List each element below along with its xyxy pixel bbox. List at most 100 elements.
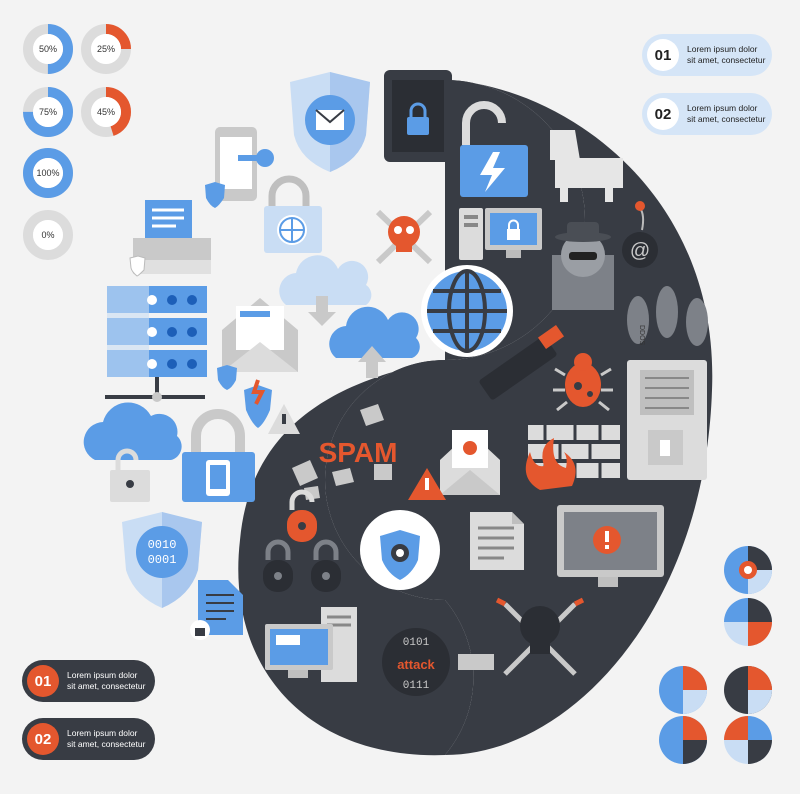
spam-text: SPAM xyxy=(319,437,398,468)
progress-ring-50: 50% xyxy=(23,24,73,74)
server-rack-icon xyxy=(105,286,207,402)
warning-icon xyxy=(408,468,446,500)
pill-number: 02 xyxy=(27,723,59,755)
ring-center xyxy=(91,97,121,127)
pill-line: Lorem ipsum dolor xyxy=(67,728,138,738)
trojan-horse-icon xyxy=(550,130,623,202)
ring-graphic xyxy=(23,210,73,260)
pie-chart-icon xyxy=(724,716,772,764)
ring-fill xyxy=(81,24,131,74)
binary-line: 0111 xyxy=(403,680,430,692)
progress-label: 0% xyxy=(41,230,55,240)
progress-label: 75% xyxy=(38,107,57,117)
warning-small-icon xyxy=(268,404,300,434)
document-lock-icon xyxy=(190,580,243,640)
ring-graphic xyxy=(23,24,73,74)
skull-crossbones-icon xyxy=(375,209,433,265)
pill-line: sit amet, consectetur xyxy=(687,114,766,124)
ring-center xyxy=(91,34,121,64)
pill-line: sit amet, consectetur xyxy=(687,55,766,65)
spam-envelopes-icon xyxy=(292,404,392,500)
ring-center xyxy=(33,220,63,250)
binary-line: 0101 xyxy=(403,637,430,649)
bug-icon xyxy=(553,353,613,412)
ring-center xyxy=(33,34,63,64)
progress-ring-25: 25% xyxy=(81,24,131,74)
ring-fill xyxy=(23,87,73,137)
firewall-icon xyxy=(525,425,620,490)
computer-lock-icon xyxy=(459,208,542,260)
pill-line: Lorem ipsum dolor xyxy=(687,103,758,113)
ddos-text: DDOS xyxy=(638,325,645,346)
progress-ring-45: 45% xyxy=(81,87,131,137)
ring-fill xyxy=(23,24,73,74)
globe-padlock-icon xyxy=(264,175,322,253)
pill-line: Lorem ipsum dolor xyxy=(687,44,758,54)
pill-number: 01 xyxy=(27,665,59,697)
printer-icon xyxy=(129,200,211,277)
ring-fill xyxy=(23,148,73,198)
bomb-icon: @ xyxy=(622,201,658,268)
progress-ring-100: 100% xyxy=(23,148,73,198)
tablet-lock-icon xyxy=(384,70,452,162)
progress-label: 100% xyxy=(36,168,60,178)
monitor-alert-icon xyxy=(557,505,664,587)
progress-ring-75: 75% xyxy=(23,87,73,137)
binary-line: 0010 xyxy=(148,538,177,552)
globe-icon xyxy=(421,265,513,357)
envelope-bug-icon xyxy=(440,430,500,495)
cloud-download-icon xyxy=(279,255,372,326)
shield-binary-icon: 0010 0001 xyxy=(122,512,202,608)
pie-chart-icon xyxy=(724,598,772,646)
computer-desktop-icon xyxy=(265,607,357,682)
phone-key-icon xyxy=(205,127,274,208)
ring-graphic xyxy=(23,87,73,137)
padlocks-icon xyxy=(263,489,341,592)
pie-chart-icon xyxy=(659,666,707,714)
pill-line: sit amet, consectetur xyxy=(67,681,146,691)
pie-chart-icon xyxy=(724,546,772,594)
pie-chart-icon xyxy=(659,716,707,764)
shield-fire-icon xyxy=(244,379,272,428)
ddos-missiles-icon: DDOS xyxy=(627,286,708,346)
ring-center xyxy=(33,158,63,188)
progress-label: 45% xyxy=(96,107,115,117)
ring-fill xyxy=(81,87,131,137)
ring-center xyxy=(33,97,63,127)
ring-graphic xyxy=(81,24,131,74)
email-icon xyxy=(222,298,298,372)
binary-line: 0001 xyxy=(148,553,177,567)
shield-small-icon xyxy=(217,365,237,390)
tower-pc-icon xyxy=(627,360,707,480)
progress-label: 25% xyxy=(96,44,115,54)
ring-graphic xyxy=(23,148,73,198)
attack-text: attack xyxy=(397,657,435,672)
cloud-upload-icon xyxy=(329,306,420,378)
pill-number: 01 xyxy=(647,39,679,71)
open-padlock-icon xyxy=(460,101,528,197)
attack-disk-icon: 0101 attack 0111 xyxy=(382,628,494,696)
cloud-lock-icon xyxy=(83,402,182,502)
skull-swords-icon xyxy=(495,597,585,676)
pill-line: Lorem ipsum dolor xyxy=(67,670,138,680)
pill-line: sit amet, consectetur xyxy=(67,739,146,749)
pill-number: 02 xyxy=(647,98,679,130)
document-icon xyxy=(470,512,524,570)
at-sign-text: @ xyxy=(630,240,650,262)
hacker-icon xyxy=(552,222,614,310)
padlock-phone-icon xyxy=(182,409,255,502)
usb-drive-icon xyxy=(479,324,565,400)
pie-chart-icon xyxy=(724,666,772,714)
shield-gear-icon xyxy=(360,510,440,590)
ring-track xyxy=(23,210,73,260)
progress-label: 50% xyxy=(38,44,57,54)
envelope-shield-icon xyxy=(290,72,370,172)
